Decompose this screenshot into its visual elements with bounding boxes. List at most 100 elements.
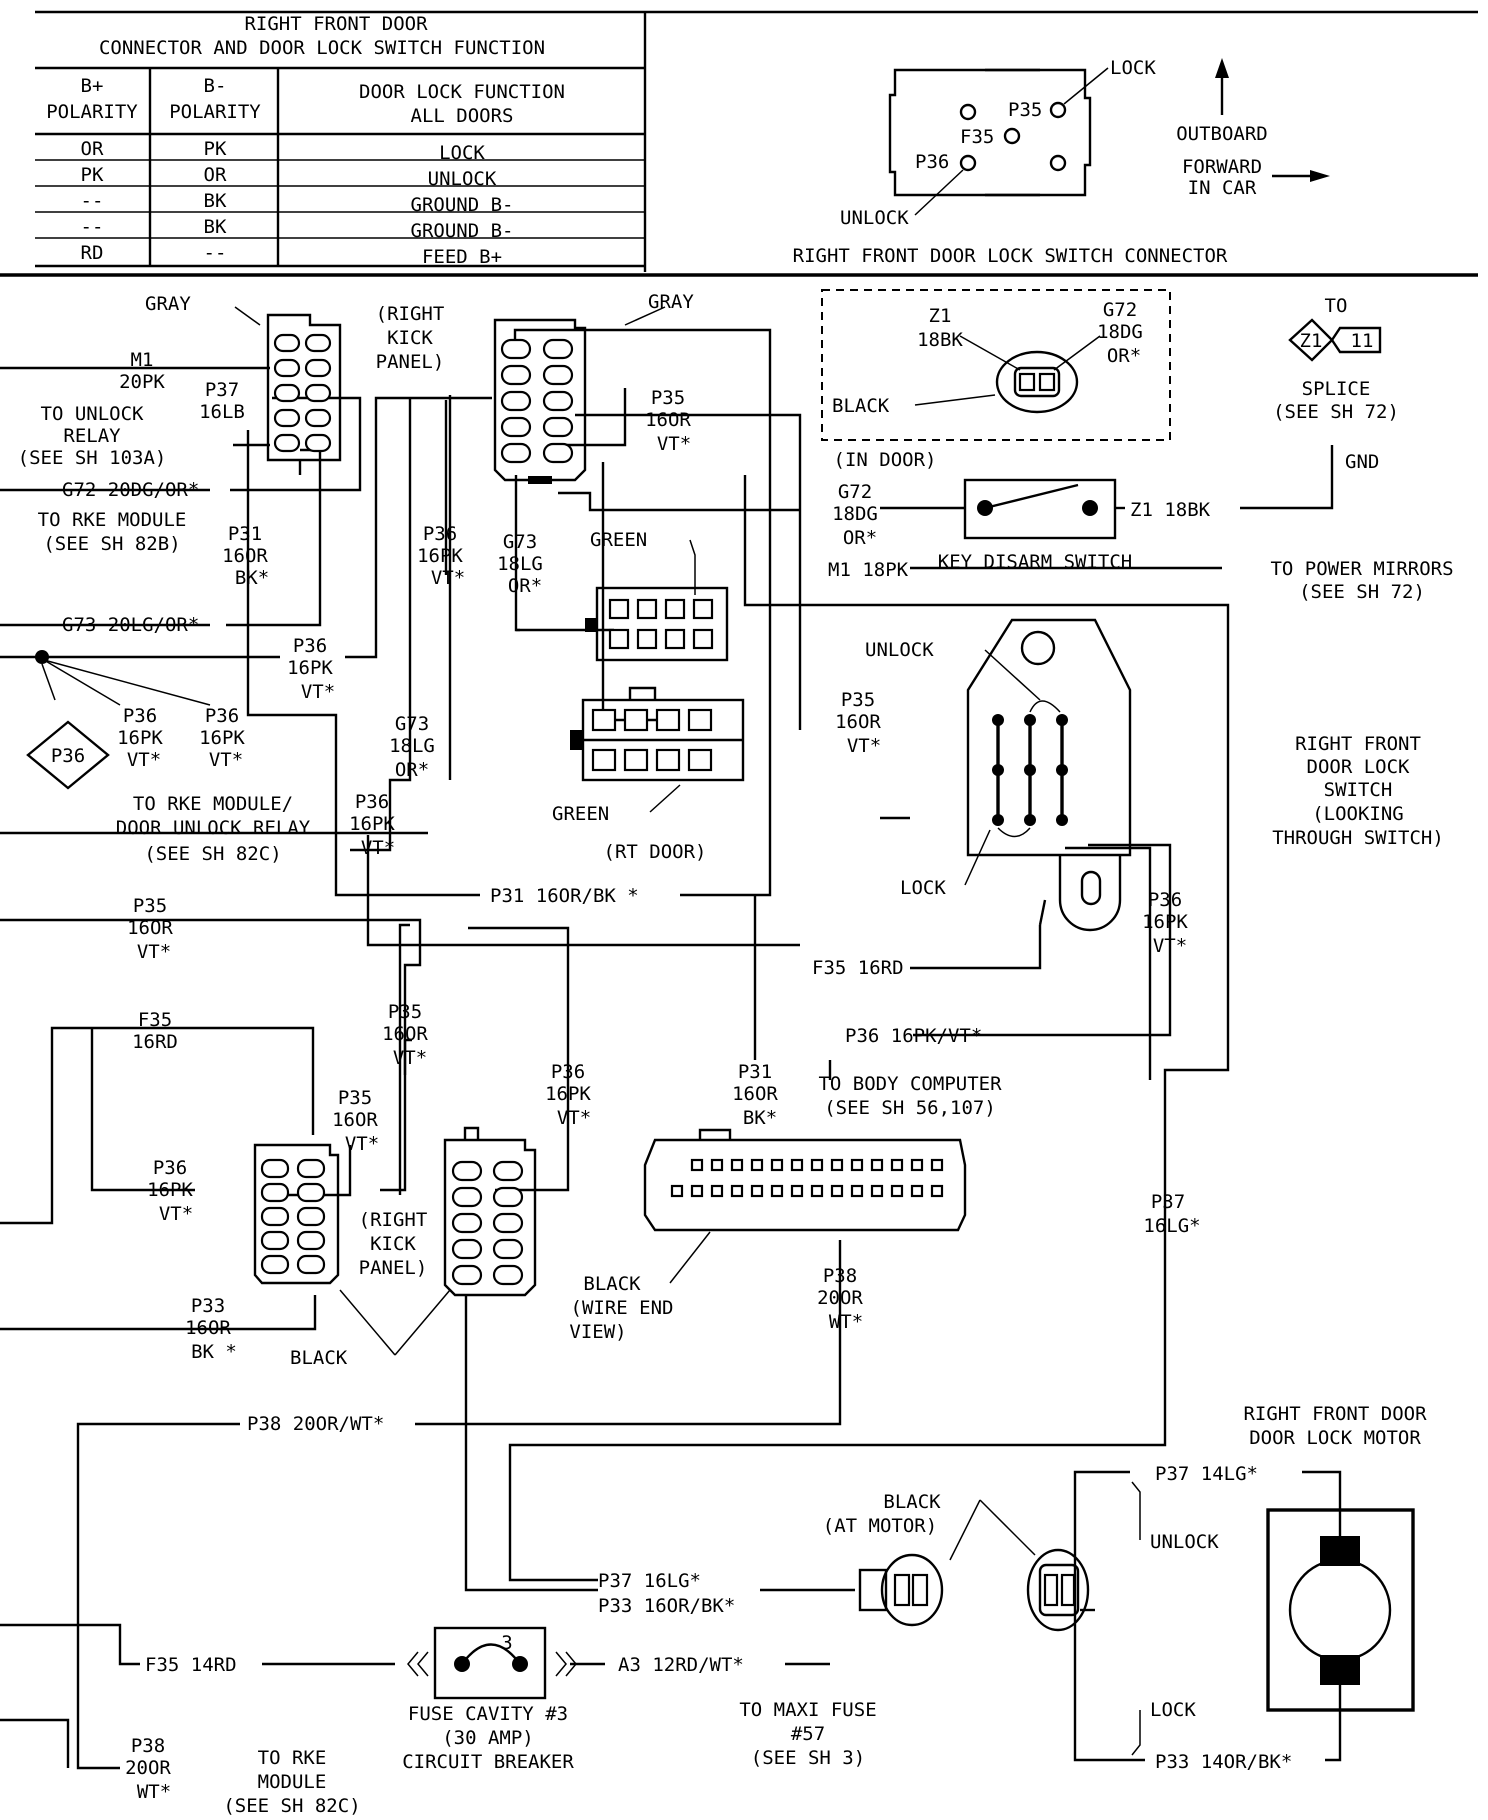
a3-label: A3 12RD/WT* [618, 1654, 744, 1676]
g72-top-label: OR* [1107, 345, 1141, 367]
p36-splice-b-label: P36 [205, 705, 239, 727]
p35-kick-label: VT* [393, 1047, 427, 1069]
connector-pin [670, 1184, 684, 1198]
splice-z1-label: Z1 [1300, 330, 1323, 352]
header-b-plus-polarity: POLARITY [46, 101, 138, 123]
p36-diamond-label: P36 [51, 745, 85, 767]
p36-switch-label: 16PK [1142, 911, 1188, 933]
table-cell: BK [204, 190, 227, 212]
p36-kick2-label: 16PK [545, 1083, 591, 1105]
to-unlock-relay-label: TO UNLOCK [41, 403, 145, 425]
p33-motor-label: P33 14OR/BK* [1155, 1751, 1292, 1773]
table-cell: GROUND B- [411, 194, 514, 216]
p36-kick1-label: VT* [159, 1203, 193, 1225]
gray-connector-left [266, 313, 342, 475]
p31-label: BK* [235, 567, 269, 589]
table-cell: BK [204, 216, 227, 238]
m1-label: M1 [131, 349, 154, 371]
f35-left-label: F35 [138, 1009, 172, 1031]
to-maxi-label: (SEE SH 3) [751, 1747, 865, 1769]
green-bottom-label: GREEN [552, 803, 609, 825]
m1-label: 20PK [119, 371, 165, 393]
p37-top-label: P37 [205, 379, 239, 401]
to-rke-bottom-label: TO RKE [258, 1747, 327, 1769]
p36-splice-b-label: 16PK [199, 727, 245, 749]
fuse-cavity-label: FUSE CAVITY #3 [408, 1703, 568, 1725]
to-rke-module-label: TO RKE MODULE [38, 509, 187, 531]
black-round-connector [914, 335, 1101, 414]
rf-switch-label: SWITCH [1324, 779, 1393, 801]
splice-to-label: TO [1325, 295, 1348, 317]
p35-switch-label: VT* [847, 735, 881, 757]
g72-label: G72 20DG/OR* [62, 479, 199, 501]
p35-top-label: P35 [651, 387, 685, 409]
connector-pin [710, 1184, 724, 1198]
p37-motor-label: P37 14LG* [1155, 1463, 1258, 1485]
splice-label: SPLICE [1302, 378, 1371, 400]
kick-connector-lower-left [253, 1143, 340, 1285]
p35-left-label: P35 [133, 895, 167, 917]
p36-splice-a-label: P36 [123, 705, 157, 727]
callout-arrows [234, 306, 1141, 1756]
g73-top-label: 18LG [497, 553, 543, 575]
p35-kick-label: 16OR [382, 1023, 428, 1045]
to-rke-door-label: DOOR UNLOCK RELAY [116, 817, 311, 839]
table-cell: OR [81, 138, 104, 160]
gray-connector-right [493, 318, 587, 484]
p36-col-label: VT* [431, 567, 465, 589]
connector-caption: RIGHT FRONT DOOR LOCK SWITCH CONNECTOR [793, 245, 1228, 267]
f35-long-label: F35 16RD [812, 957, 904, 979]
to-power-mirrors-label: (SEE SH 72) [1299, 581, 1425, 603]
connector-pin [870, 1184, 884, 1198]
p38-bottom-label: 20OR [125, 1757, 171, 1779]
table-cell: LOCK [439, 142, 485, 164]
black-wire-end-label: BLACK [583, 1273, 641, 1295]
p36-kick2-label: P36 [551, 1061, 585, 1083]
fuse-cavity-3 [407, 1626, 577, 1700]
connector-pin [930, 1184, 944, 1198]
p31-long-label: P31 16OR/BK * [490, 885, 639, 907]
in-door-box [821, 289, 1171, 441]
rf-switch-label: THROUGH SWITCH) [1272, 827, 1444, 849]
table-cell: UNLOCK [428, 168, 497, 190]
gray-label-left: GRAY [145, 293, 191, 315]
p38-body-label: WT* [829, 1311, 863, 1333]
g73-col-label: 18LG [389, 735, 435, 757]
table-cell: PK [81, 164, 104, 186]
p31-label: P31 [228, 523, 262, 545]
p37-top-label: 16LB [199, 401, 245, 423]
connector-pin [830, 1158, 844, 1172]
pin-f35-label: F35 [960, 126, 994, 148]
p31-body-label: P31 [738, 1061, 772, 1083]
connector-pin [810, 1158, 824, 1172]
p33-left-label: BK * [191, 1341, 237, 1363]
header-b-minus-polarity: POLARITY [169, 101, 261, 123]
gnd-label: GND [1345, 451, 1379, 473]
switch-connector-view: P35 F35 P36 LOCK UNLOCK OUTBOARD FORWARD… [793, 57, 1330, 267]
p35-kick-label: P35 [388, 1001, 422, 1023]
to-rke-module-label: (SEE SH 82B) [43, 533, 180, 555]
rt-door-label: (RT DOOR) [604, 841, 707, 863]
connector-pin [710, 1158, 724, 1172]
g73-col-label: OR* [395, 759, 429, 781]
to-rke-door-label: TO RKE MODULE/ [133, 793, 293, 815]
rf-switch-label: (LOOKING [1312, 803, 1404, 825]
kick-panel-label-bottom: (RIGHT [359, 1209, 428, 1231]
black-kick-label: BLACK [290, 1347, 348, 1369]
p36-col2-label: VT* [361, 837, 395, 859]
p35-kick2-label: P35 [338, 1087, 372, 1109]
f35-14rd-label: F35 14RD [145, 1654, 237, 1676]
to-maxi-label: TO MAXI FUSE [739, 1699, 876, 1721]
p36-switch-label: P36 [1148, 889, 1182, 911]
pin-p36-label: P36 [915, 151, 949, 173]
z1-label: 18BK [917, 329, 963, 351]
splice-z1-symbol [1288, 318, 1382, 362]
labels: GRAY GRAY (RIGHT KICK PANEL) M1 20PK P37… [18, 291, 1454, 1817]
pin-p35-label: P35 [1008, 99, 1042, 121]
kick-panel-label-bottom: KICK [370, 1233, 416, 1255]
kick-panel-label-top: PANEL) [376, 351, 445, 373]
green-connector-top [585, 586, 729, 662]
to-maxi-label: #57 [791, 1723, 825, 1745]
unlock-motor-label: UNLOCK [1150, 1531, 1219, 1553]
